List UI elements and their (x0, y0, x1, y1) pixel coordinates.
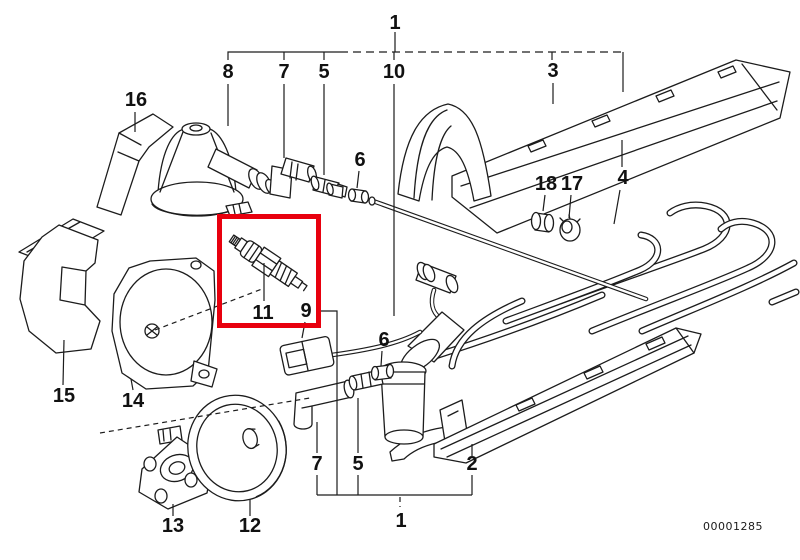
part-number-watermark: 00001285 (703, 520, 763, 533)
highlight-box (217, 214, 321, 328)
callout-2: 2 (466, 453, 478, 475)
elbow-boot-7-lower (293, 379, 355, 430)
callout-6-upper: 6 (354, 149, 366, 171)
callout-8: 8 (222, 61, 234, 83)
pulley-12 (187, 394, 287, 502)
callout-11: 11 (252, 302, 274, 324)
callout-5-lower: 5 (352, 453, 364, 475)
bushing-6-lower (370, 363, 395, 381)
grommet-18 (530, 211, 555, 233)
callout-1-top: 1 (389, 12, 401, 34)
callout-18: 18 (534, 173, 558, 195)
coil-wire-10 (368, 196, 649, 302)
cover-15 (19, 224, 101, 354)
spark-plug-11 (228, 234, 308, 292)
channel-end-arch (397, 103, 492, 202)
cable-channel-2 (389, 327, 702, 464)
callout-17: 17 (560, 173, 584, 195)
callout-1-bottom: 1 (395, 510, 407, 532)
grommet-17 (559, 214, 581, 242)
callout-3: 3 (547, 60, 559, 82)
cable-channel-3 (397, 59, 791, 234)
bushing-6-upper (326, 182, 370, 204)
elbow-connector-7 (269, 157, 318, 199)
callout-12: 12 (238, 515, 262, 537)
distributor-housing-14 (111, 257, 218, 390)
callout-13: 13 (161, 515, 185, 537)
callout-15: 15 (52, 385, 76, 407)
callout-7-lower: 7 (311, 453, 323, 475)
callout-7-top: 7 (278, 61, 290, 83)
leader-lines (62, 32, 624, 516)
distributor-cap-8 (150, 122, 278, 217)
callout-10: 10 (382, 61, 406, 83)
axis-lines (99, 288, 311, 434)
callout-9: 9 (300, 300, 312, 322)
callout-5-top: 5 (318, 61, 330, 83)
callout-14: 14 (121, 390, 145, 412)
callout-16: 16 (124, 89, 148, 111)
callout-4: 4 (617, 167, 629, 189)
ignition-wires-4 (428, 201, 800, 370)
callout-6-lower: 6 (378, 329, 390, 351)
connector-9 (279, 329, 423, 376)
